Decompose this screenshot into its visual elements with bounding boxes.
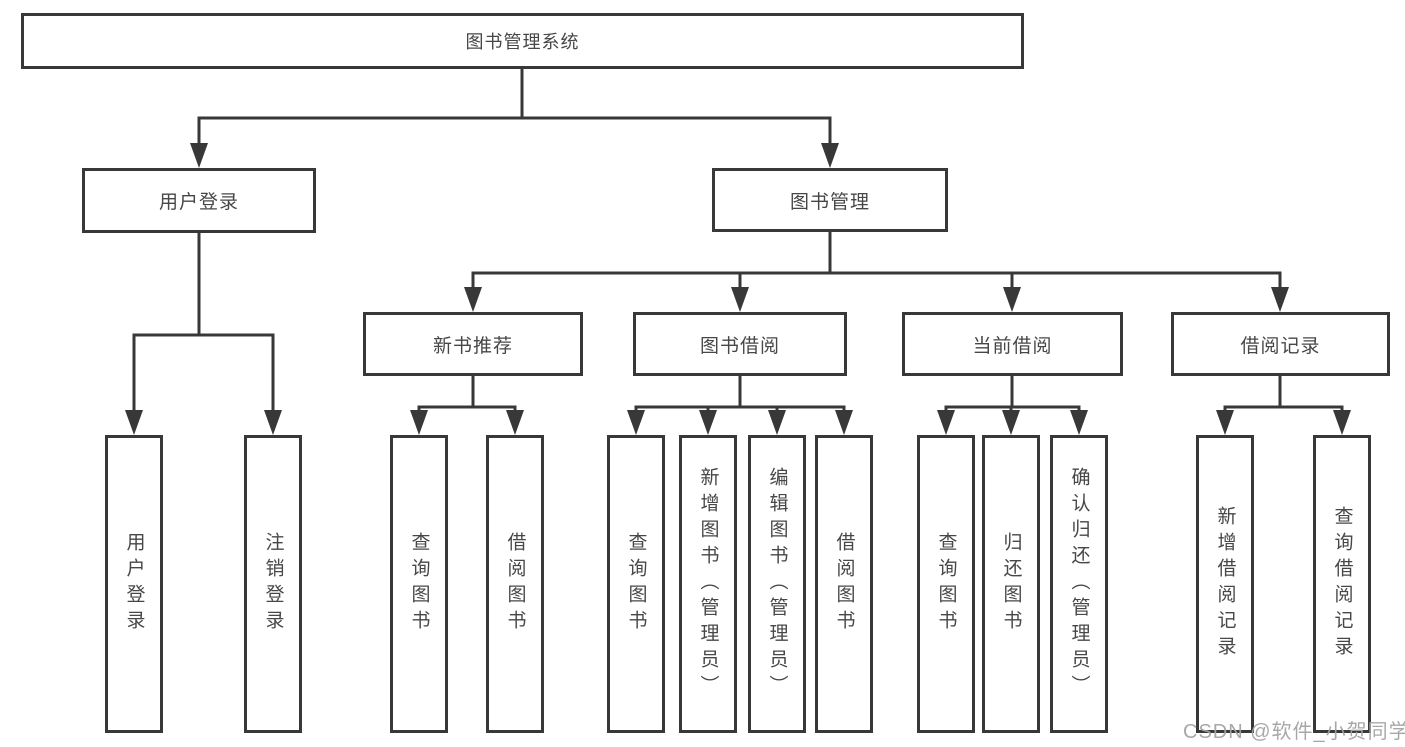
leaf-query-books-borrow: 查询图书 (607, 435, 665, 733)
leaf-add-book-admin-label: 新增图书（管理员） (697, 467, 719, 701)
node-book-borrow-label: 图书借阅 (699, 335, 780, 357)
node-book-management: 图书管理 (712, 168, 948, 232)
leaf-logout: 注销登录 (244, 435, 302, 733)
node-new-book-recommend: 新书推荐 (363, 312, 583, 376)
node-root-label: 图书管理系统 (465, 32, 580, 52)
leaf-confirm-return-admin: 确认归还（管理员） (1050, 435, 1108, 733)
leaf-query-borrow-record: 查询借阅记录 (1313, 435, 1371, 733)
leaf-confirm-return-admin-label: 确认归还（管理员） (1068, 467, 1090, 701)
node-borrow-records: 借阅记录 (1171, 312, 1390, 376)
leaf-add-borrow-record-label: 新增借阅记录 (1214, 506, 1236, 662)
node-current-borrow-label: 当前借阅 (972, 335, 1053, 357)
arrowhead-icons (125, 143, 1351, 435)
leaf-borrow-books-recommend: 借阅图书 (486, 435, 544, 733)
leaf-edit-book-admin: 编辑图书（管理员） (748, 435, 806, 733)
leaf-query-books-current: 查询图书 (917, 435, 975, 733)
leaf-query-books-current-label: 查询图书 (935, 532, 957, 636)
leaf-add-borrow-record: 新增借阅记录 (1196, 435, 1254, 733)
leaf-query-books-borrow-label: 查询图书 (625, 532, 647, 636)
node-book-management-label: 图书管理 (789, 191, 870, 213)
leaf-return-books-label: 归还图书 (1000, 532, 1022, 636)
leaf-return-books: 归还图书 (982, 435, 1040, 733)
leaf-logout-label: 注销登录 (262, 532, 284, 636)
watermark: CSDN @软件_小贺同学 (1183, 721, 1405, 743)
leaf-borrow-books-recommend-label: 借阅图书 (504, 532, 526, 636)
node-book-borrow: 图书借阅 (633, 312, 847, 376)
node-current-borrow: 当前借阅 (902, 312, 1123, 376)
leaf-user-login-label: 用户登录 (123, 532, 145, 636)
leaf-borrow-books-borrow: 借阅图书 (815, 435, 873, 733)
leaf-borrow-books-borrow-label: 借阅图书 (833, 532, 855, 636)
leaf-edit-book-admin-label: 编辑图书（管理员） (766, 467, 788, 701)
node-user-login-label: 用户登录 (158, 192, 239, 213)
leaf-query-books-recommend-label: 查询图书 (408, 532, 430, 636)
leaf-query-borrow-record-label: 查询借阅记录 (1331, 506, 1353, 662)
leaf-user-login: 用户登录 (105, 435, 163, 733)
node-new-book-recommend-label: 新书推荐 (432, 335, 513, 357)
leaf-add-book-admin: 新增图书（管理员） (679, 435, 737, 733)
node-user-login: 用户登录 (82, 168, 316, 233)
node-borrow-records-label: 借阅记录 (1240, 335, 1321, 357)
leaf-query-books-recommend: 查询图书 (390, 435, 448, 733)
node-root: 图书管理系统 (21, 13, 1024, 69)
